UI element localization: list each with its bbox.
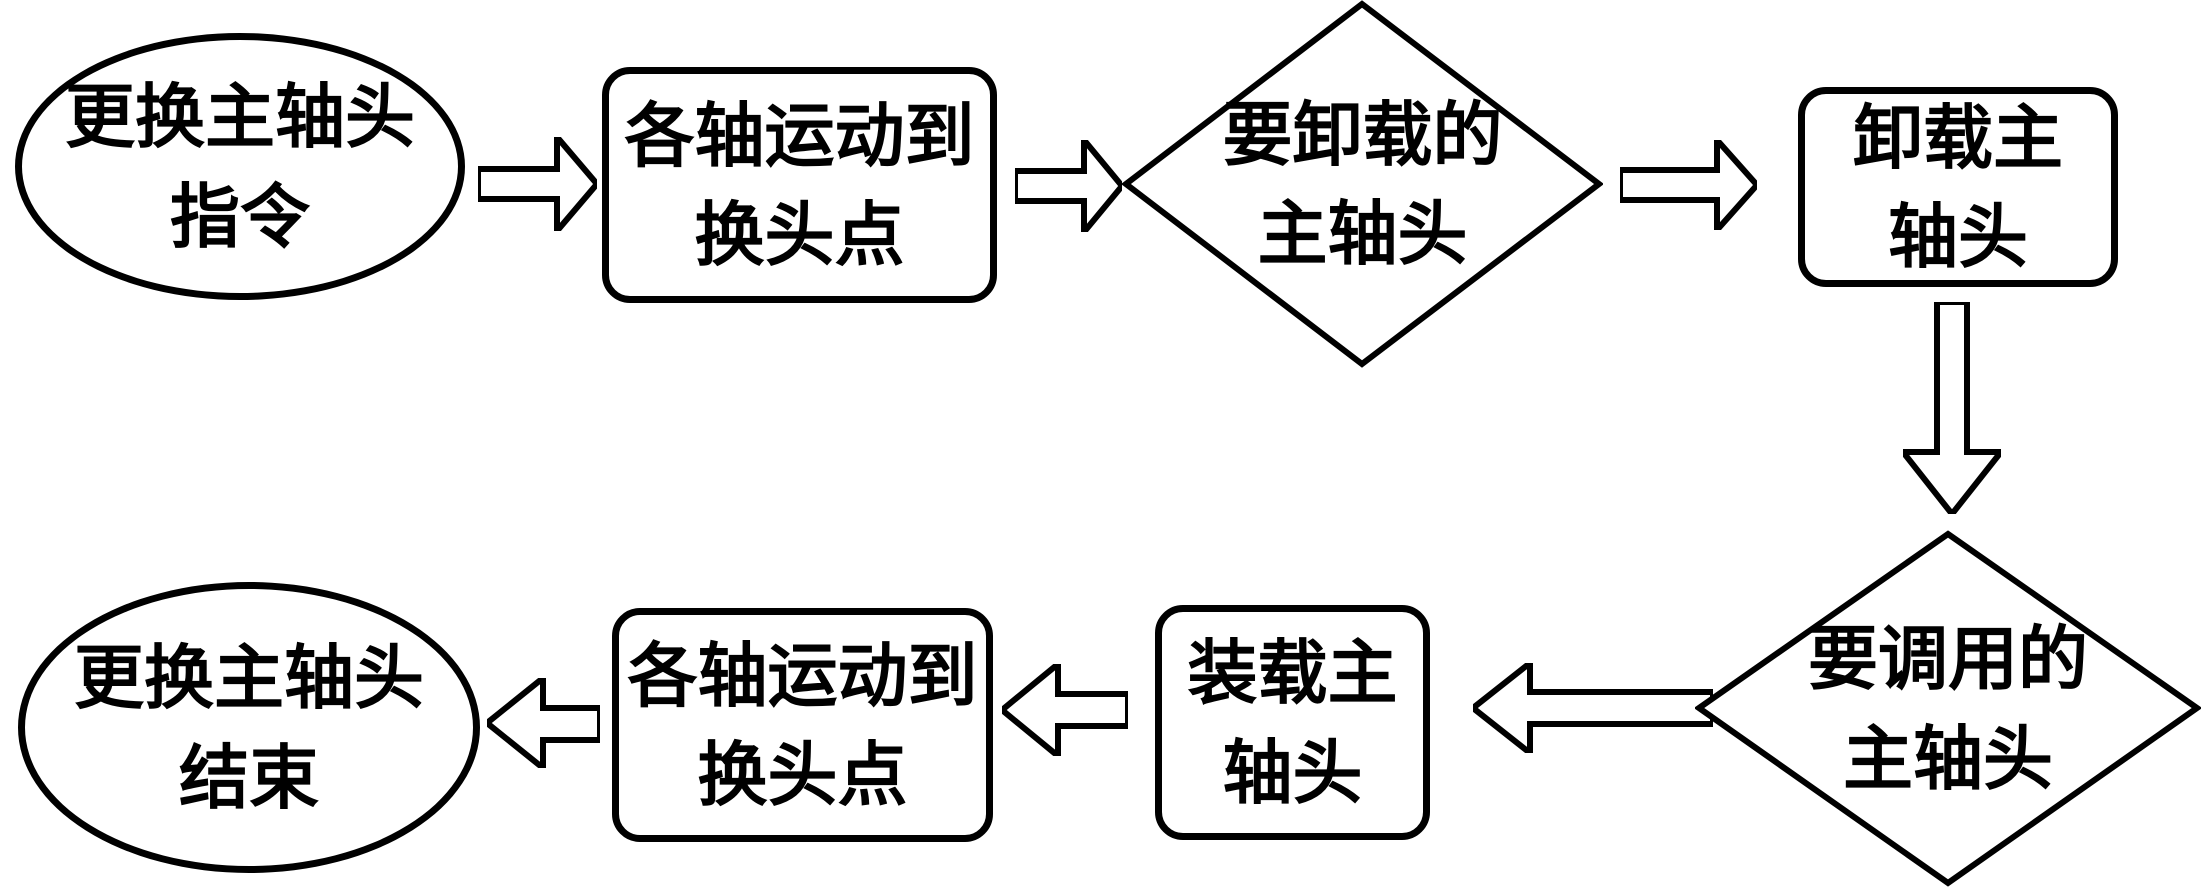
axes-move-1-label: 各轴运动到 换头点 xyxy=(624,93,975,276)
node-axes-move-2: 各轴运动到 换头点 xyxy=(612,608,993,842)
arrow-load-to-axes-move-2 xyxy=(1002,664,1128,756)
node-load: 装载主 轴头 xyxy=(1155,605,1430,840)
left-block-arrow-icon xyxy=(1473,663,1713,753)
call-decision-label: 要调用的 主轴头 xyxy=(1808,617,2088,800)
diamond-shape xyxy=(1122,0,1603,368)
end-label: 更换主轴头 结束 xyxy=(74,636,424,819)
node-end: 更换主轴头 结束 xyxy=(18,582,480,873)
right-block-arrow-icon xyxy=(1015,140,1122,232)
arrow-start-to-axes-move-1 xyxy=(478,137,597,231)
diamond-shape xyxy=(1695,530,2201,887)
arrow-unload-to-call-decision xyxy=(1903,302,2001,514)
start-label: 更换主轴头 指令 xyxy=(65,75,415,258)
down-block-arrow-icon xyxy=(1903,302,2001,514)
node-call-decision: 要调用的 主轴头 xyxy=(1695,530,2201,887)
node-start: 更换主轴头 指令 xyxy=(15,33,465,300)
arrow-unload-decision-to-unload xyxy=(1620,140,1757,230)
node-axes-move-1: 各轴运动到 换头点 xyxy=(602,67,997,303)
node-unload: 卸载主 轴头 xyxy=(1798,87,2118,287)
load-label: 装载主 轴头 xyxy=(1187,631,1398,814)
left-block-arrow-icon xyxy=(487,678,600,768)
right-block-arrow-icon xyxy=(478,137,597,231)
arrow-call-decision-to-load xyxy=(1473,663,1713,753)
axes-move-2-label: 各轴运动到 换头点 xyxy=(627,633,978,816)
unload-decision-label: 要卸载的 主轴头 xyxy=(1222,92,1503,275)
left-block-arrow-icon xyxy=(1002,664,1128,756)
arrow-axes-move-1-to-unload-decision xyxy=(1015,140,1122,232)
arrow-axes-move-2-to-end xyxy=(487,678,600,768)
node-unload-decision: 要卸载的 主轴头 xyxy=(1122,0,1603,368)
right-block-arrow-icon xyxy=(1620,140,1757,230)
unload-label: 卸载主 轴头 xyxy=(1853,95,2063,278)
